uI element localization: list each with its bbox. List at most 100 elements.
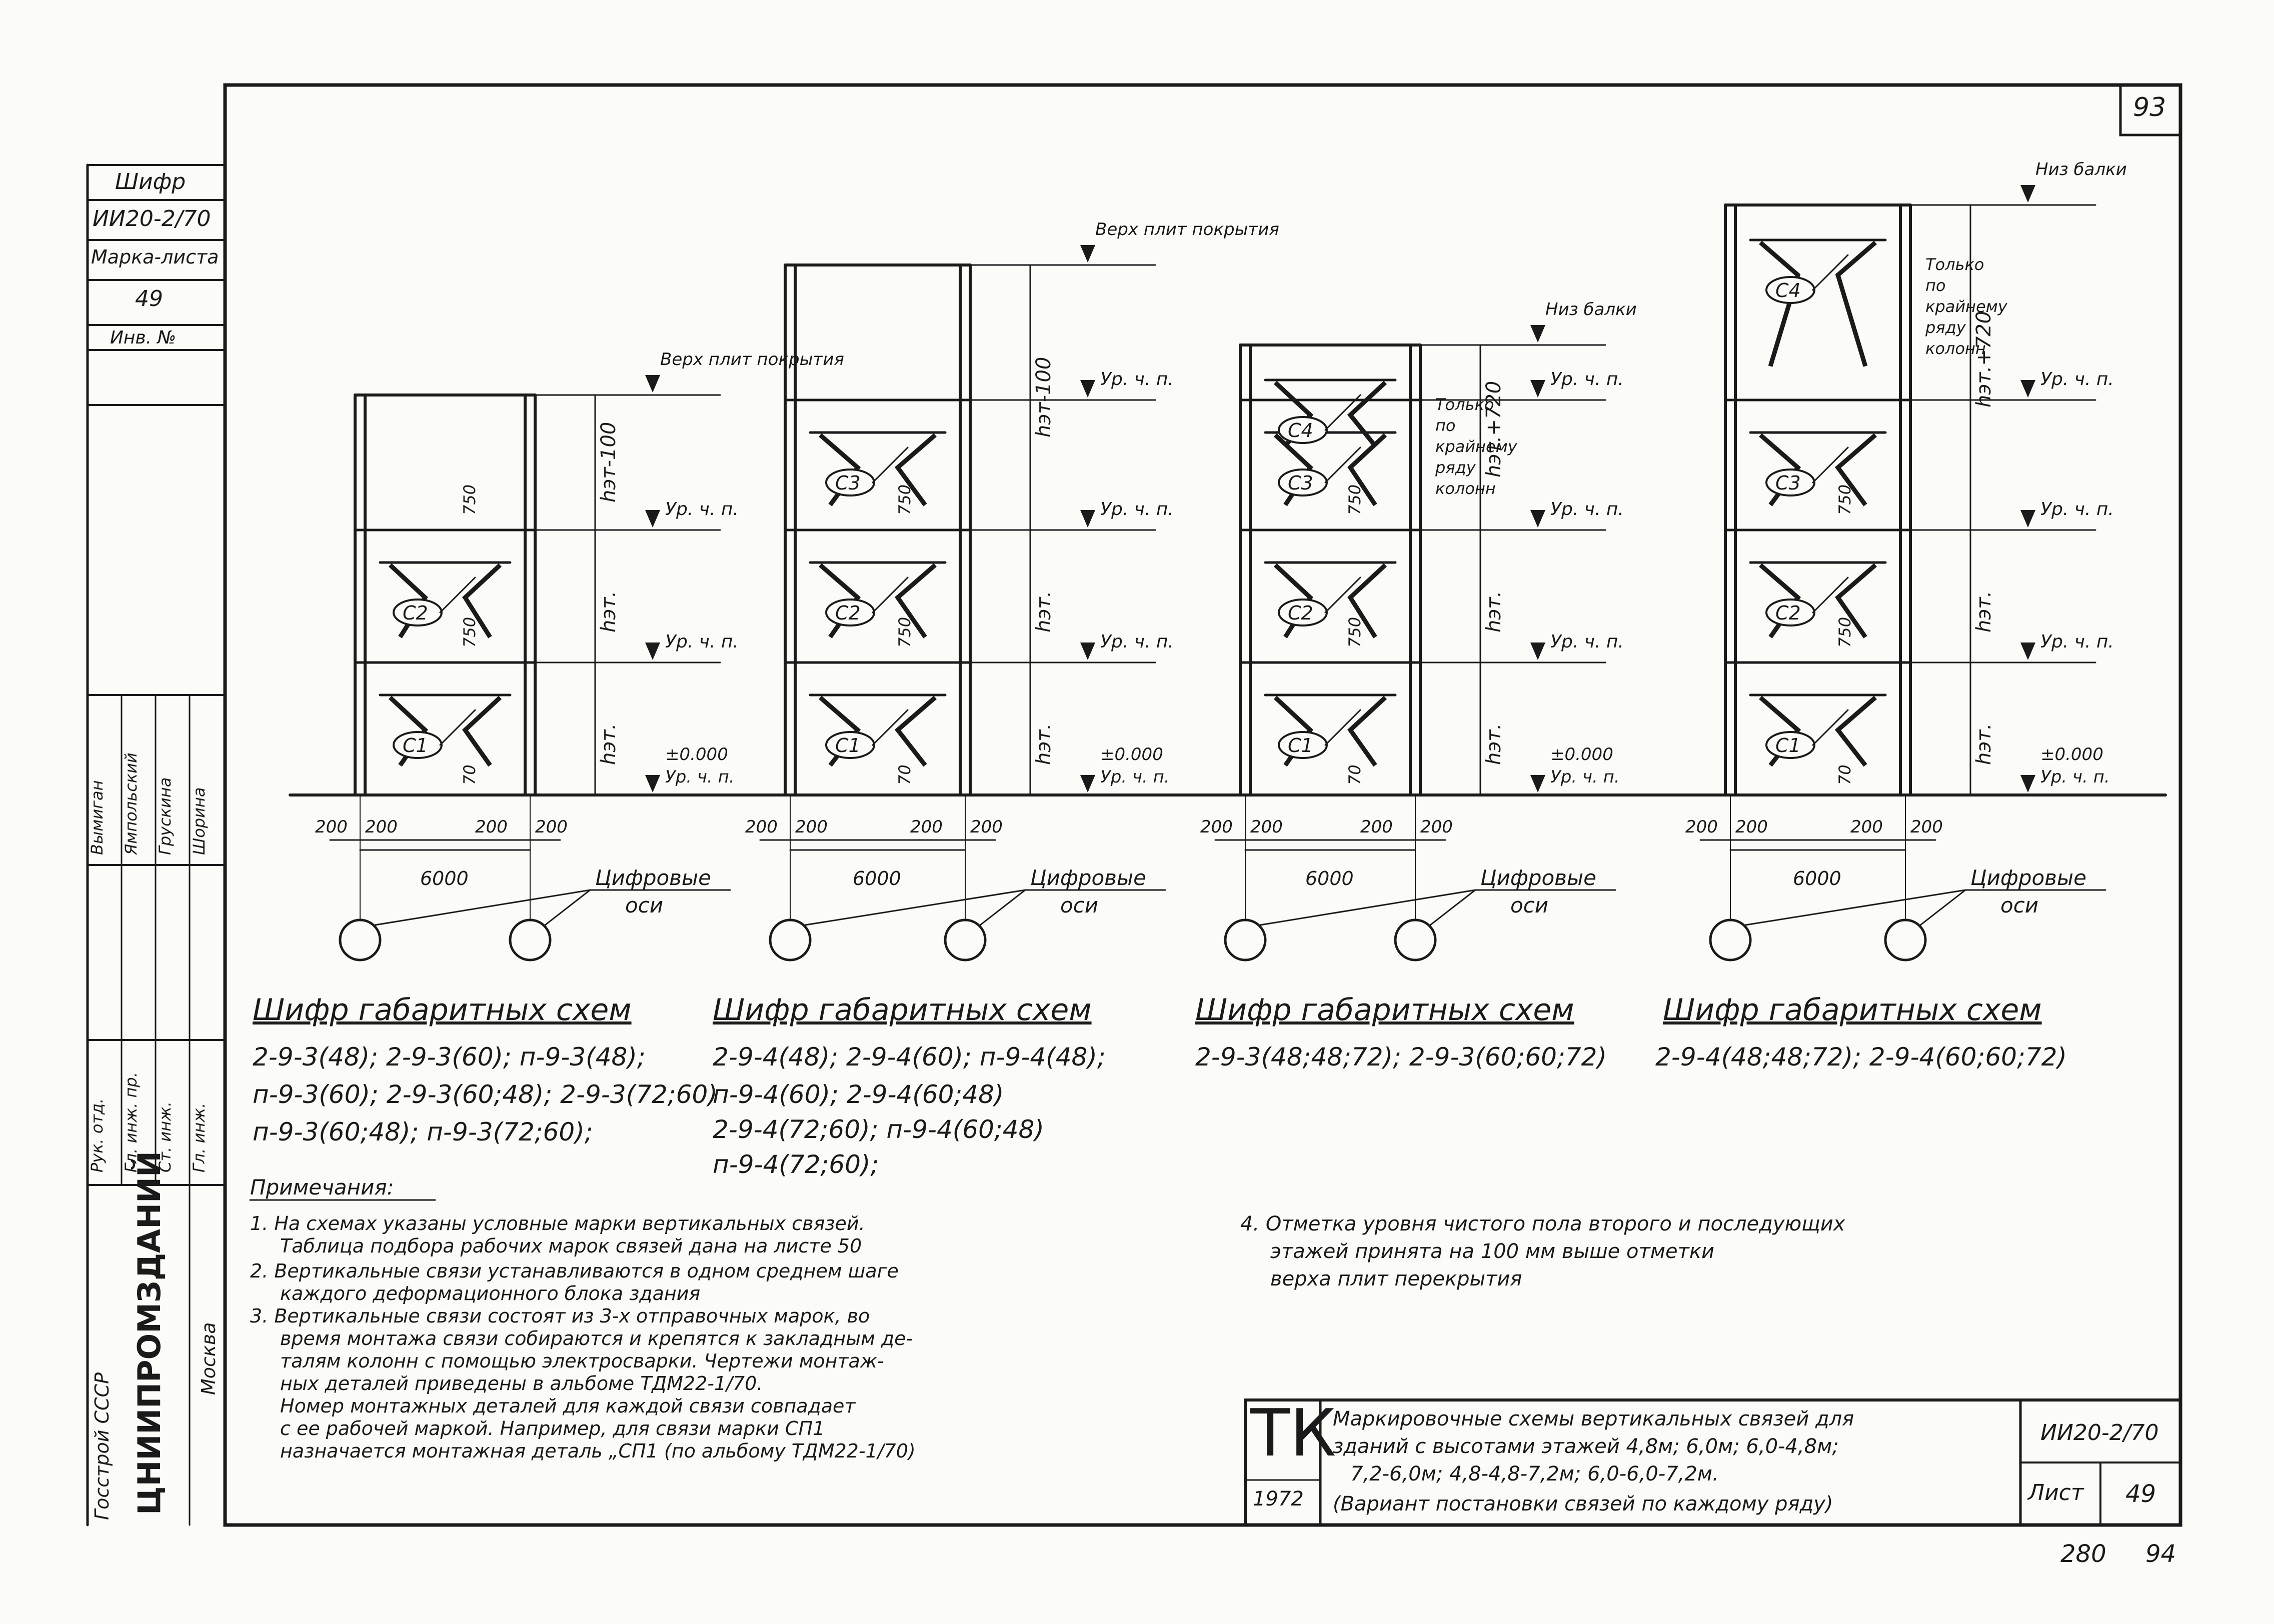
note-line-11: назначается монтажная деталь „СП1 (по ал… [280, 1440, 916, 1462]
dim-200: 200 [365, 817, 398, 837]
level-arrow [645, 375, 660, 392]
axes-label: Цифровые [1480, 866, 1596, 890]
side-note-word: Только [1925, 255, 1984, 274]
level-arrow [1530, 775, 1545, 792]
level-floor-label: Ур. ч. п. [665, 499, 739, 520]
brace-leader [439, 709, 476, 746]
axes-label: оси [2000, 893, 2038, 918]
level-floor-label: Ур. ч. п. [2040, 499, 2114, 520]
title-line-3: 7,2-6,0м; 4,8-4,8-7,2м; 6,0-6,0-7,2м. [1350, 1462, 1719, 1486]
level-floor-label: Ур. ч. п. [2040, 632, 2114, 652]
axes-label: оси [625, 893, 663, 918]
sheet-number-top: 93 [2133, 92, 2166, 122]
axes-leader [804, 889, 1026, 926]
codes-2-line-4: п-9-4(72;60); [713, 1150, 879, 1179]
brace-mark-oval [1278, 468, 1328, 496]
top-storey-height-label: hэт-100 [1032, 357, 1055, 438]
notes-title: Примечания: [250, 1175, 394, 1200]
codes-1-line-1: 2-9-3(48); 2-9-3(60); п-9-3(48); [253, 1042, 646, 1072]
brace-mark-oval [1765, 598, 1815, 626]
staff-name-2: Ямпольский [122, 752, 141, 855]
level-floor-label: Ур. ч. п. [665, 767, 735, 787]
sheet-number-box [2119, 84, 2182, 136]
level-arrow [1530, 642, 1545, 660]
level-arrow [1530, 380, 1545, 398]
note-line-10: с ее рабочей маркой. Например, для связи… [280, 1418, 825, 1440]
brace-right-member [1834, 433, 1877, 506]
note-line-5: 3. Вертикальные связи состоят из 3-х отп… [250, 1305, 870, 1327]
brace-mark-oval [825, 731, 875, 759]
marka-value: 49 [135, 286, 163, 312]
brace-label-2: С3 [1288, 472, 1313, 494]
brace-mark-oval [1278, 416, 1328, 444]
level-arrow [1530, 325, 1545, 342]
level-floor-label: Ур. ч. п. [1100, 499, 1174, 520]
codes-title-2: Шифр габаритных схем [713, 992, 1092, 1028]
brace-label-3: С4 [1288, 420, 1313, 442]
org-main: ЦНИИПРОМЗДАНИЙ [131, 1151, 168, 1515]
storey-height-label: hэт. [597, 724, 620, 765]
dim-750: 750 [1835, 617, 1854, 648]
codes-title-3: Шифр габаритных схем [1195, 992, 1574, 1028]
axis-bubble [1709, 918, 1752, 962]
dim-200: 200 [910, 817, 943, 837]
staff-role-4: Гл. инж. [190, 1102, 209, 1172]
brace-right-member [1347, 696, 1387, 767]
brace-right-member [1834, 563, 1877, 638]
axes-label: Цифровые [1970, 866, 2086, 890]
level-arrow [1080, 775, 1095, 792]
note-line-6: время монтажа связи собираются и крепятс… [280, 1328, 913, 1350]
note-line-4: каждого деформационного блока здания [280, 1282, 701, 1304]
axis-bubble [769, 918, 812, 962]
brace-right-member [1835, 240, 1877, 367]
side-note-word: колонн [1925, 339, 1986, 358]
level-arrow [645, 510, 660, 528]
brace-label-1: С2 [1288, 602, 1313, 624]
axes-label: Цифровые [595, 866, 711, 890]
dim-750: 750 [1345, 617, 1364, 648]
codes-1-line-3: п-9-3(60;48); п-9-3(72;60); [253, 1118, 593, 1146]
side-note-word: ряду [1925, 318, 1966, 337]
storey-height-label: hэт. [597, 591, 620, 632]
side-note-word: ряду [1435, 458, 1476, 477]
codes-2-line-2: п-9-4(60); 2-9-4(60;48) [713, 1080, 1004, 1109]
brace-right-member [462, 563, 502, 638]
axes-leader [1429, 889, 1476, 926]
side-note-word: крайнему [1435, 437, 1518, 456]
level-arrow [2020, 642, 2035, 660]
marka-label: Марка-листа [91, 246, 219, 268]
dim-750: 750 [1345, 484, 1364, 515]
note-line-2: Таблица подбора рабочих марок связей дан… [280, 1235, 862, 1257]
level-arrow [2020, 380, 2035, 398]
brace-label-2: С3 [835, 472, 861, 494]
brace-leader [1324, 446, 1361, 484]
brace-leader [1324, 709, 1361, 746]
brace-mark-oval [393, 598, 443, 626]
title-logo: ТК [1250, 1395, 1336, 1471]
brace-right-member [1347, 563, 1387, 638]
dim-750: 750 [895, 484, 914, 515]
level-arrow [1080, 245, 1095, 262]
note-line-7: талям колонн с помощью электросварки. Че… [280, 1350, 884, 1372]
dim-750: 750 [895, 617, 914, 648]
axis-bubble [944, 918, 987, 962]
axes-leader [374, 889, 591, 926]
top-storey-height-label: hэт.+720 [1482, 381, 1505, 478]
title-code: ИИ20-2/70 [2040, 1420, 2159, 1446]
dim-750: 750 [1835, 484, 1854, 515]
dim-6000: 6000 [1793, 868, 1841, 890]
title-year: 1972 [1253, 1488, 1304, 1510]
level-zero-label: ±0.000 [1550, 744, 1613, 764]
brace-leader [1324, 576, 1361, 614]
level-zero-label: ±0.000 [2040, 744, 2103, 764]
side-note-word: Только [1435, 395, 1494, 414]
codes-4-line-1: 2-9-4(48;48;72); 2-9-4(60;60;72) [1655, 1042, 2067, 1072]
storey-height-label: hэт. [1032, 591, 1055, 632]
level-arrow [1530, 510, 1545, 528]
axes-leader [544, 889, 591, 926]
level-floor-label: Ур. ч. п. [1550, 767, 1620, 787]
brace-leader [1324, 394, 1361, 431]
brace-label-0: С1 [1288, 734, 1313, 756]
brace-mark-oval [1278, 731, 1328, 759]
